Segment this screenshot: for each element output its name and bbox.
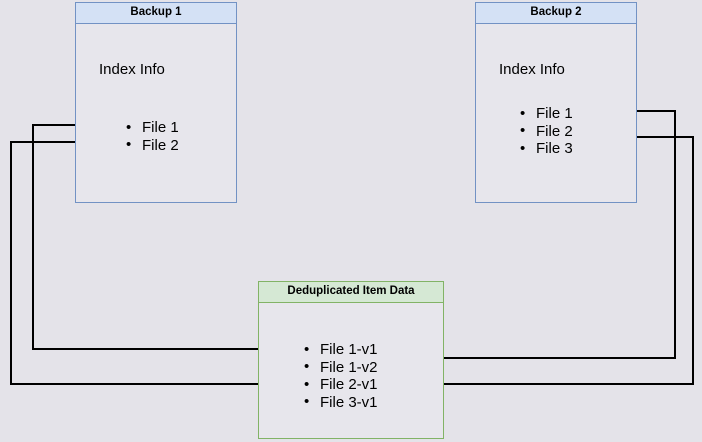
node-backup2-subtitle: Index Info: [499, 61, 565, 78]
node-dedup-header: Deduplicated Item Data: [259, 282, 443, 303]
node-dedup-file-list: File 1-v1 File 1-v2 File 2-v1 File 3-v1: [304, 341, 378, 411]
node-backup2-file-list: File 1 File 2 File 3: [520, 105, 573, 158]
list-item: File 1-v2: [304, 358, 378, 377]
node-backup1[interactable]: Backup 1 Index Info File 1 File 2: [75, 2, 237, 203]
list-item: File 1: [126, 119, 179, 137]
list-item: File 2-v1: [304, 376, 378, 394]
node-backup1-header: Backup 1: [76, 3, 236, 24]
list-item: File 1-v1: [304, 341, 378, 359]
list-item: File 3: [520, 140, 573, 158]
list-item: File 2: [126, 136, 179, 155]
node-backup2[interactable]: Backup 2 Index Info File 1 File 2 File 3: [475, 2, 637, 203]
list-item: File 2: [520, 122, 573, 141]
node-deduplicated-item-data[interactable]: Deduplicated Item Data File 1-v1 File 1-…: [258, 281, 444, 439]
node-backup1-file-list: File 1 File 2: [126, 119, 179, 154]
node-backup1-subtitle: Index Info: [99, 61, 165, 78]
node-backup2-header: Backup 2: [476, 3, 636, 24]
list-item: File 1: [520, 105, 573, 123]
list-item: File 3-v1: [304, 393, 378, 412]
